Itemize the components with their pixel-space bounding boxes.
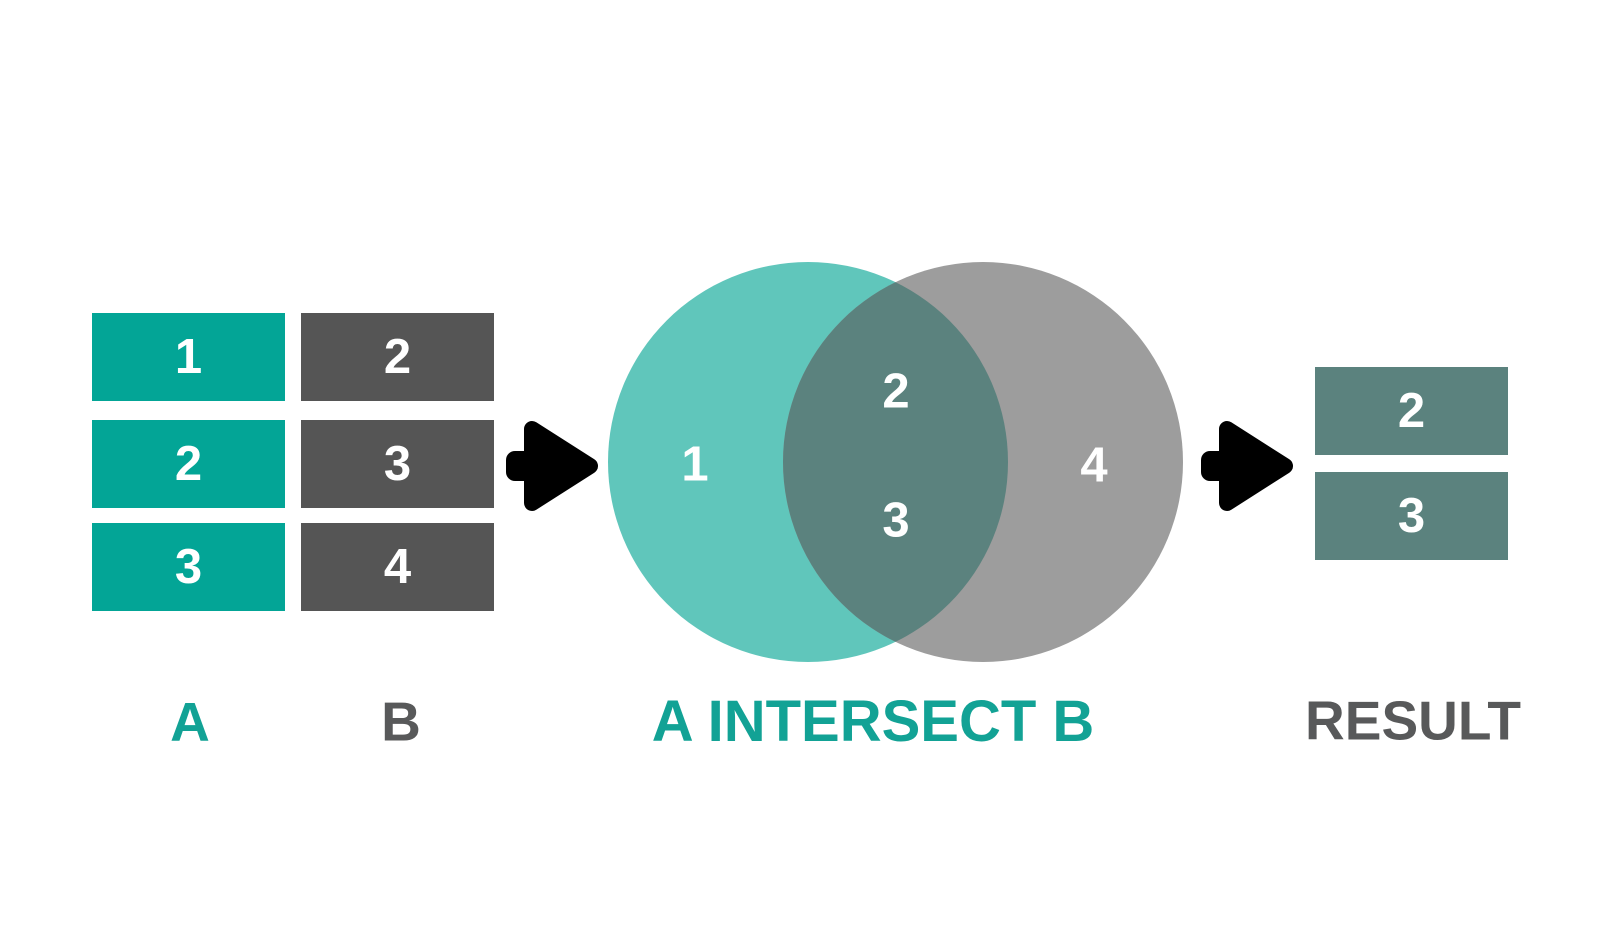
set-b-box-2: 3 (301, 420, 494, 508)
venn-value-b-only: 4 (1080, 438, 1108, 493)
set-b-box-1: 2 (301, 313, 494, 401)
venn-caption: A INTERSECT B (651, 689, 1095, 754)
venn-intersection-lens (783, 262, 1008, 662)
set-a-label: A (170, 690, 210, 753)
venn-value-a-only: 1 (681, 437, 709, 492)
venn-value-intersection-1: 2 (882, 364, 910, 419)
right-arrow-icon (506, 421, 598, 511)
set-b-box-3: 4 (301, 523, 494, 611)
venn-value-intersection-2: 3 (882, 493, 910, 548)
set-a-box-2: 2 (92, 420, 285, 508)
set-a-box-1: 1 (92, 313, 285, 401)
result-label: RESULT (1305, 689, 1521, 752)
right-arrow-icon (1201, 421, 1293, 511)
result-box-2: 3 (1315, 472, 1508, 560)
set-a-box-3: 3 (92, 523, 285, 611)
result-box-1: 2 (1315, 367, 1508, 455)
set-b-label: B (381, 690, 421, 753)
